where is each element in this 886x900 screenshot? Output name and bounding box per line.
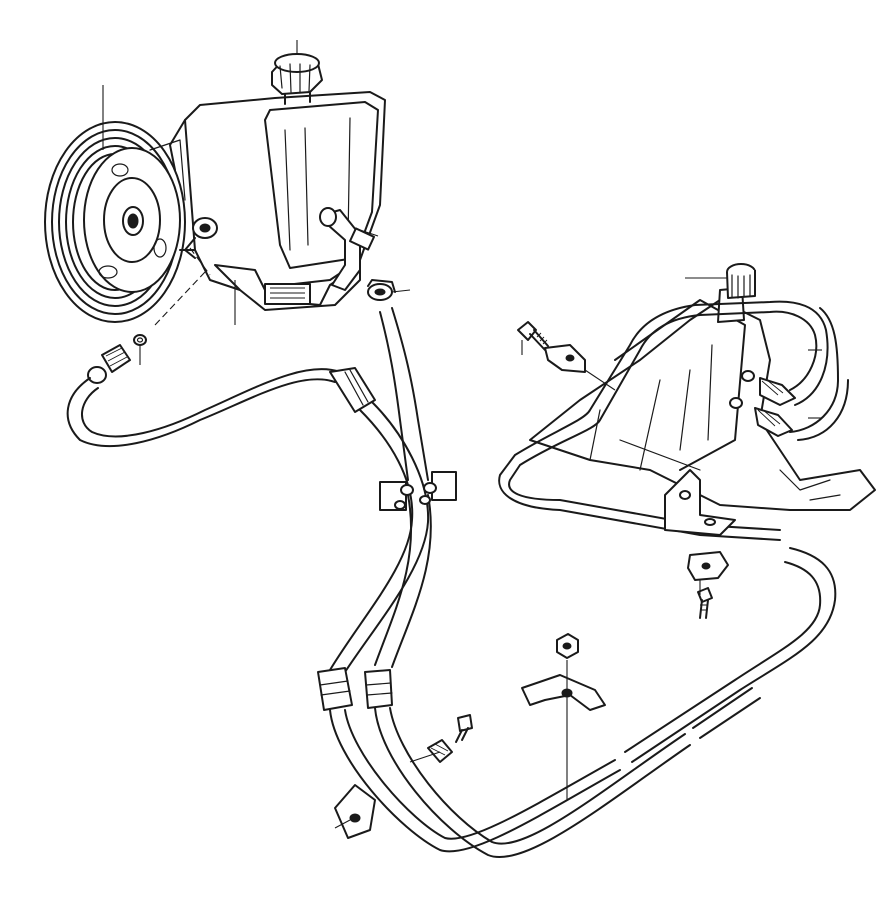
- reservoir-icon: [169, 91, 386, 311]
- pump-leaders: [102, 85, 411, 365]
- gear-leaders: [334, 277, 822, 829]
- cap-icon: [271, 40, 323, 105]
- bolt-icon: [455, 321, 713, 743]
- pipe-icon: [66, 307, 837, 858]
- pulley-icon: [44, 121, 186, 323]
- washer-icon: [133, 334, 147, 346]
- clip-icon: [334, 344, 606, 839]
- clip-icon: [379, 471, 457, 511]
- clamp-icon: [319, 207, 396, 301]
- bracket-icon: [664, 469, 736, 581]
- nut-icon: [556, 633, 579, 659]
